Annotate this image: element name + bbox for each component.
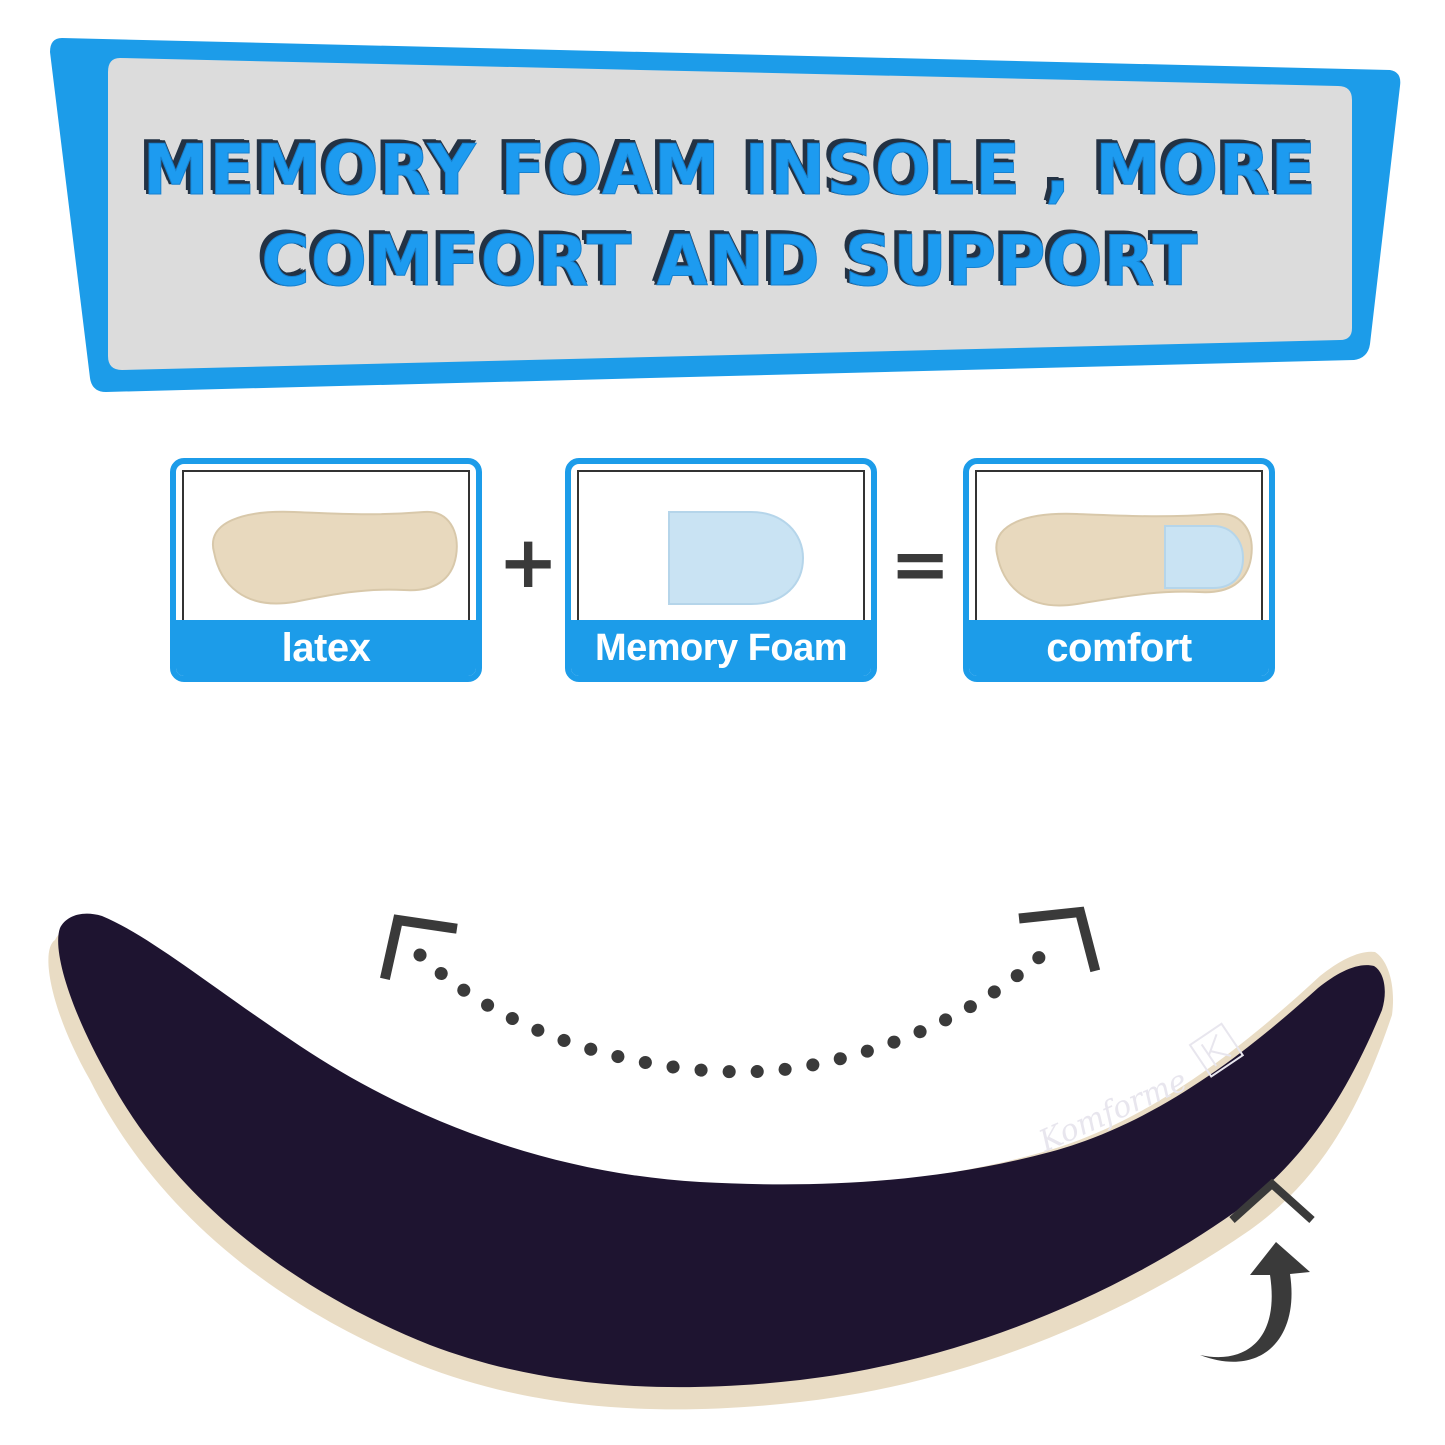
latex-label: latex (176, 620, 476, 676)
flex-arrow-right-head (1018, 906, 1101, 973)
headline-line-1: MEMORY FOAM INSOLE , MORE (143, 130, 1317, 212)
flex-arrow-left-head (380, 914, 458, 980)
equals-sign: = (890, 522, 951, 606)
memory-foam-label: Memory Foam (571, 620, 871, 676)
bent-insole-illustration: Komforme (48, 906, 1394, 1410)
memory-foam-image-frame (577, 470, 865, 634)
comfort-card: comfort (963, 458, 1275, 682)
latex-card: latex (170, 458, 482, 682)
combined-insole-image (995, 512, 1253, 607)
plus-sign: + (498, 520, 559, 604)
memory-foam-pad-image (668, 511, 805, 605)
latex-insole-image (211, 510, 458, 605)
latex-image-frame (182, 470, 470, 634)
headline-line-2: COMFORT AND SUPPORT (261, 221, 1199, 303)
comfort-image-frame (975, 470, 1263, 634)
banner-frame (50, 38, 1401, 392)
heel-support-arrow-icon (1200, 1178, 1315, 1362)
flex-arrow-dotted (413, 935, 1062, 1079)
insole-top-surface (58, 913, 1385, 1388)
brand-logo (1188, 1022, 1245, 1078)
comfort-label: comfort (969, 620, 1269, 676)
memory-foam-card: Memory Foam (565, 458, 877, 682)
